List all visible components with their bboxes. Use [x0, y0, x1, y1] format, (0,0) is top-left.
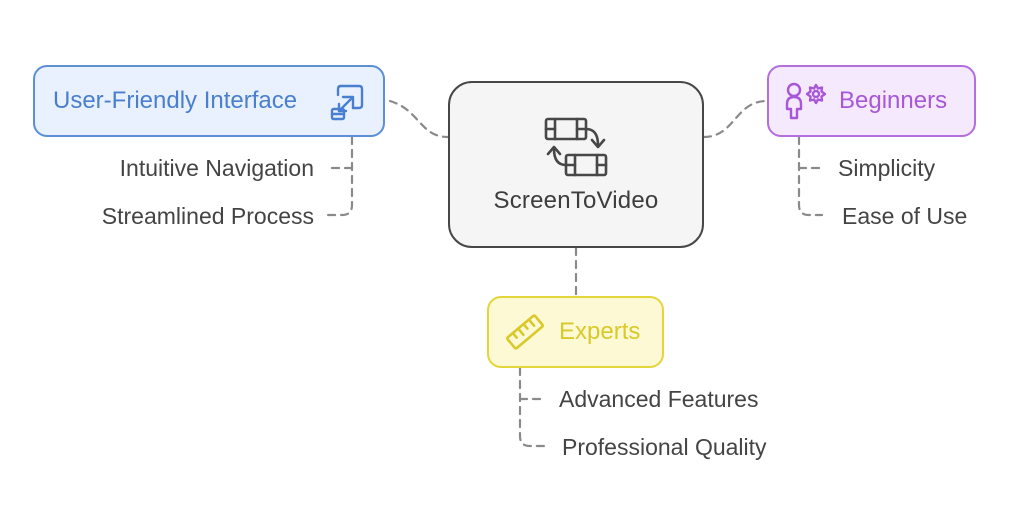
- branch-experts[interactable]: Experts: [487, 296, 664, 368]
- branch-label: Experts: [559, 318, 641, 345]
- branch-label: Beginners: [839, 87, 948, 114]
- center-node[interactable]: ScreenToVideo: [448, 81, 704, 248]
- connector-ufi-trunk: [326, 135, 354, 217]
- branch-beginners[interactable]: Beginners: [767, 65, 976, 137]
- child-advanced-features: Advanced Features: [559, 386, 759, 412]
- branch-label: User-Friendly Interface: [53, 87, 298, 114]
- child-streamlined-process: Streamlined Process: [101, 203, 314, 229]
- child-professional-quality: Professional Quality: [562, 434, 767, 460]
- user-gear-icon: [785, 82, 827, 120]
- child-ease-of-use: Ease of Use: [842, 203, 968, 229]
- resize-arrow-icon: [330, 84, 364, 121]
- center-label: ScreenToVideo: [493, 186, 659, 214]
- connector-center-to-user-friendly-interface: [388, 99, 450, 139]
- ruler-icon: [506, 314, 544, 350]
- branch-user-friendly-interface[interactable]: User-Friendly Interface: [33, 65, 385, 137]
- connector-experts-trunk: [518, 366, 546, 448]
- connector-beginners-trunk: [797, 135, 824, 217]
- child-simplicity: Simplicity: [838, 155, 936, 181]
- film-swap-icon: [544, 117, 608, 176]
- connector-center-to-beginners: [702, 99, 769, 139]
- child-intuitive-navigation: Intuitive Navigation: [119, 155, 314, 181]
